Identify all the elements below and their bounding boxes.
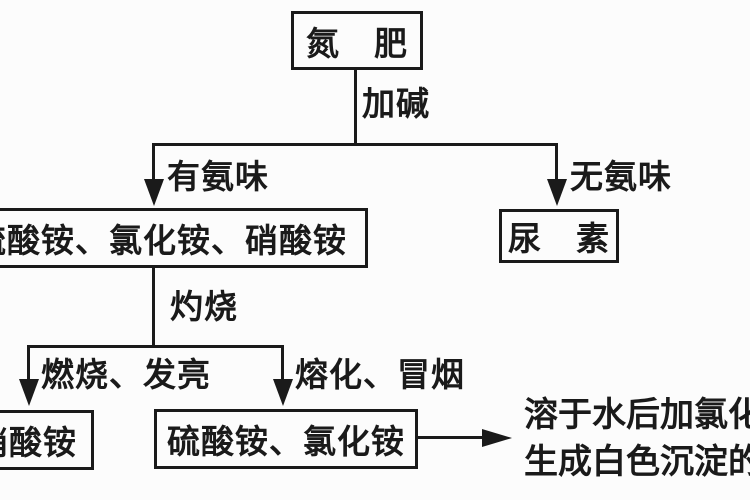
connector-branch2 <box>27 345 284 348</box>
node-ammonium-salts: 硫酸铵、氯化铵、硝酸铵 <box>0 208 368 268</box>
connector-result <box>418 436 484 439</box>
connector-bottomleft-down <box>27 345 30 381</box>
edge-label-has-ammonia: 有氨味 <box>167 157 269 196</box>
arrowhead-down-right-icon <box>547 179 567 206</box>
node-sulfate-chloride: 硫酸铵、氯化铵 <box>154 409 418 469</box>
result-note: 溶于水后加氯化钡 生成白色沉淀的 <box>524 392 750 486</box>
arrowhead-down-bottomleft-icon <box>19 379 39 406</box>
connector-branch1 <box>152 143 558 146</box>
node-ammonium-nitrate: 硝酸铵 <box>0 410 94 470</box>
connector-root-down <box>354 68 357 146</box>
edge-label-no-ammonia: 无氨味 <box>570 157 672 196</box>
connector-bottommiddle-down <box>281 345 284 381</box>
node-urea: 尿 素 <box>499 209 619 263</box>
connector-right-down <box>555 143 558 183</box>
arrowhead-right-icon <box>482 429 512 447</box>
connector-calcine-down <box>152 266 155 348</box>
edge-label-add-alkali: 加碱 <box>362 84 430 123</box>
arrowhead-down-left-icon <box>144 179 164 206</box>
arrowhead-down-bottommiddle-icon <box>273 379 293 406</box>
edge-label-melts-smokes: 熔化、冒烟 <box>295 355 465 394</box>
edge-label-calcine: 灼烧 <box>170 287 238 326</box>
edge-label-burns-glows: 燃烧、发亮 <box>41 355 211 394</box>
node-nitrogen-fertilizer: 氮 肥 <box>291 11 423 70</box>
connector-left-down <box>152 143 155 183</box>
result-note-line1: 溶于水后加氯化钡 <box>524 395 750 435</box>
result-note-line2: 生成白色沉淀的 <box>524 442 750 482</box>
